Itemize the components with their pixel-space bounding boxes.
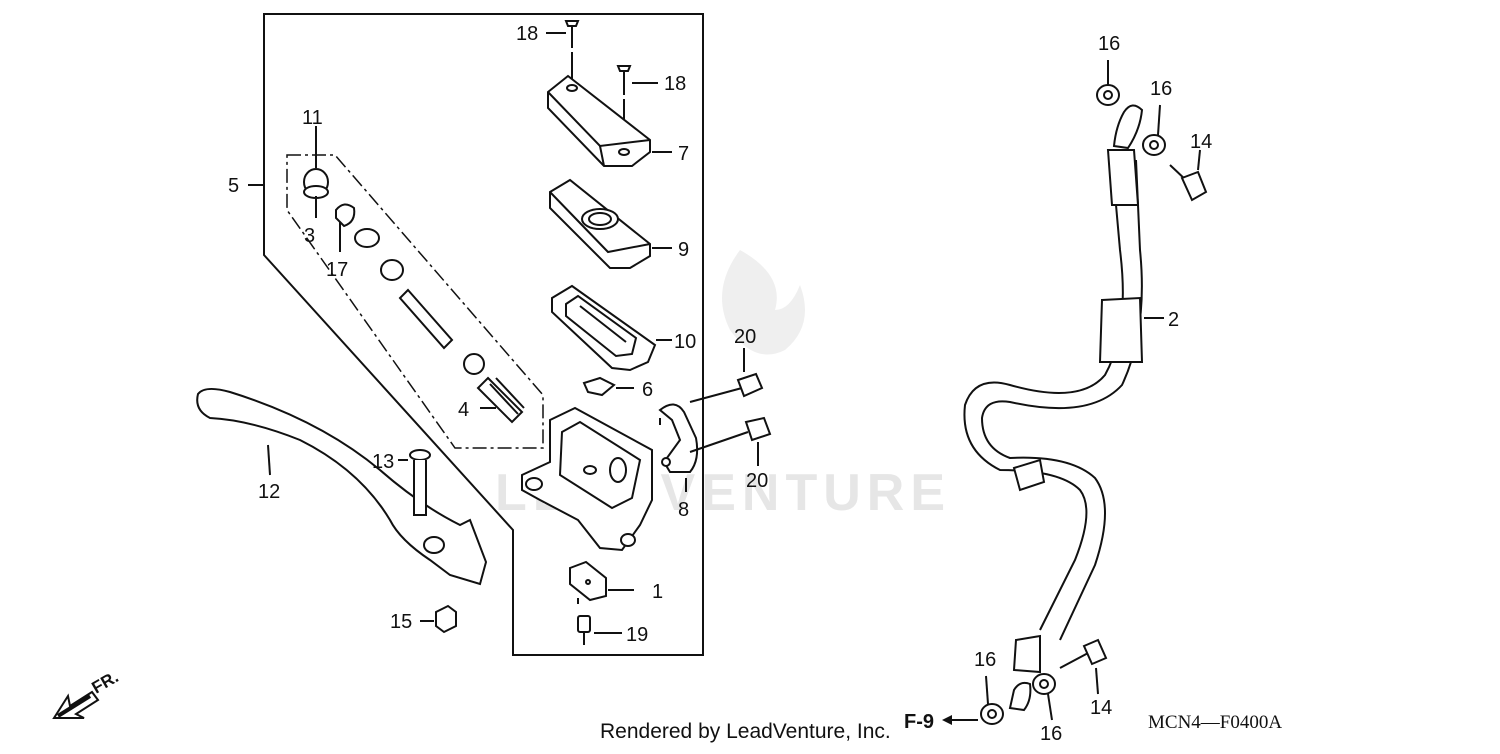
callout-10: 10 [674, 331, 696, 353]
callout-14-top: 14 [1190, 131, 1212, 153]
washer-16-top-right [1142, 134, 1166, 156]
washer-16-top-left [1096, 84, 1120, 106]
brake-hose [963, 159, 1143, 641]
diagram-code: MCN4—F0400A [1148, 712, 1282, 733]
callout-16-top-left: 16 [1098, 33, 1120, 55]
reservoir-cap [547, 74, 651, 167]
bolt-20-lower [689, 416, 772, 453]
washer-16-bottom-left [980, 703, 1004, 725]
callout-6: 6 [642, 379, 653, 401]
callout-20-lower: 20 [746, 470, 768, 492]
callout-14-bottom: 14 [1090, 697, 1112, 719]
callout-12: 12 [258, 481, 280, 503]
callout-16-bottom-right: 16 [1040, 723, 1062, 745]
front-arrow-icon [52, 690, 100, 719]
bolt-20-upper [689, 372, 764, 403]
callout-19: 19 [626, 624, 648, 646]
callout-16-top-right: 16 [1150, 78, 1172, 100]
callout-11: 11 [302, 107, 323, 129]
callout-7: 7 [678, 143, 689, 165]
clip [582, 376, 616, 397]
callout-20-upper: 20 [734, 326, 756, 348]
handlebar-holder [658, 403, 699, 473]
callout-1: 1 [652, 581, 663, 603]
callout-18-right: 18 [664, 73, 686, 95]
callout-3: 3 [304, 225, 315, 247]
pivot-nut [435, 604, 457, 634]
oil-bolt-14-bottom [1059, 638, 1108, 669]
callout-4: 4 [458, 399, 469, 421]
oil-bolt-14-top [1169, 164, 1208, 202]
callout-15: 15 [390, 611, 412, 633]
page-reference: F-9 [904, 711, 934, 733]
pivot-bolt [409, 449, 431, 516]
assembly-outline [263, 13, 704, 656]
callout-8: 8 [678, 499, 689, 521]
callout-5: 5 [228, 175, 239, 197]
piston-kit-parts [303, 168, 525, 424]
callout-18-left: 18 [516, 23, 538, 45]
brake-switch [569, 560, 607, 604]
render-credit: Rendered by LeadVenture, Inc. [600, 720, 891, 743]
diaphragm-plate [549, 178, 651, 269]
callout-17: 17 [326, 259, 348, 281]
diaphragm [551, 284, 657, 372]
washer-16-bottom-right [1032, 673, 1056, 695]
callout-13: 13 [372, 451, 394, 473]
page-ref-arrow [942, 715, 978, 725]
callout-16-bottom-left: 16 [974, 649, 996, 671]
callout-2: 2 [1168, 309, 1179, 331]
master-cylinder-body [521, 406, 653, 552]
callout-9: 9 [678, 239, 689, 261]
brake-lever [196, 388, 488, 586]
hose-fittings [1008, 104, 1144, 712]
piston-kit-outline [286, 154, 544, 449]
screw-19 [577, 615, 591, 645]
